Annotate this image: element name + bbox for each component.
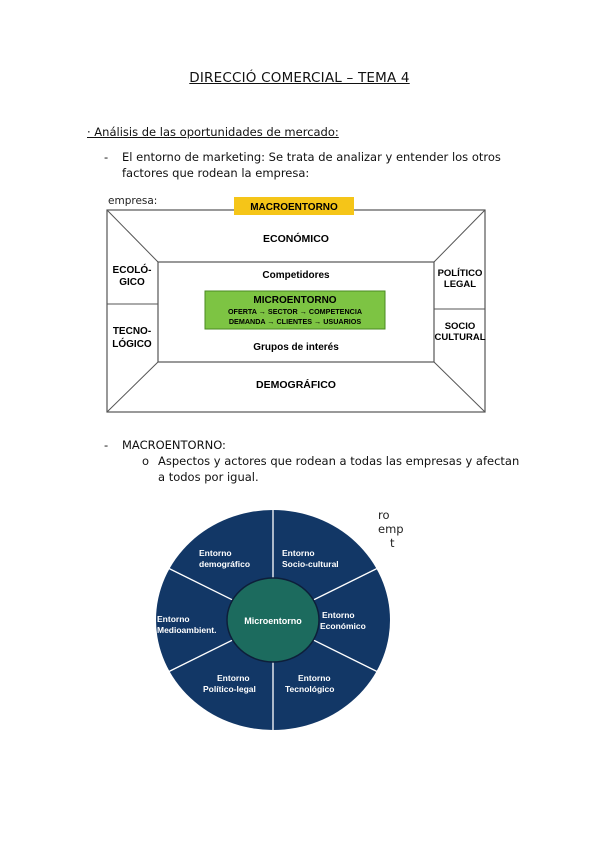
seg-tecnologico-2: Tecnológico bbox=[285, 684, 334, 694]
corner-line bbox=[106, 361, 159, 413]
macro-text-line1: Aspectos y actores que rodean a todas la… bbox=[158, 454, 520, 468]
label-demografico: DEMOGRÁFICO bbox=[256, 378, 336, 391]
entorno-text-line2: factores que rodean la empresa: bbox=[122, 166, 310, 180]
seg-politico-2: Político-legal bbox=[203, 684, 256, 694]
label-microentorno-center: Microentorno bbox=[244, 616, 302, 626]
label-socio-2: CULTURAL bbox=[434, 332, 485, 343]
microentorno-box bbox=[204, 290, 386, 330]
section-heading: · Análisis de las oportunidades de merca… bbox=[87, 125, 339, 139]
seg-sociocultural-2: Socio-cultural bbox=[282, 559, 339, 569]
seg-demografico-1: Entorno bbox=[199, 548, 232, 558]
bullet-dash-2: - bbox=[104, 438, 109, 452]
seg-tecnologico-1: Entorno bbox=[298, 673, 331, 683]
seg-demografico-2: demográfico bbox=[199, 559, 250, 569]
entorno-diagram: empresa: MACROENTORNO ECONÓMICO DEMOGRÁF… bbox=[106, 195, 486, 413]
macroentorno-tag: MACROENTORNO bbox=[250, 202, 338, 213]
label-tecnologico-1: TECNO- bbox=[113, 326, 151, 337]
seg-sociocultural-1: Entorno bbox=[282, 548, 315, 558]
label-tecnologico-2: LÓGICO bbox=[112, 337, 152, 350]
crop-label: empresa: bbox=[108, 195, 157, 207]
label-microentorno: MICROENTORNO bbox=[253, 295, 336, 306]
macroentorno-tag-bg bbox=[234, 197, 354, 215]
seg-medioambiente-1: Entorno bbox=[157, 614, 190, 624]
page-title: DIRECCIÓ COMERCIAL – TEMA 4 bbox=[189, 70, 410, 86]
label-politico-2: LEGAL bbox=[444, 279, 476, 290]
seg-economico-1: Entorno bbox=[322, 610, 355, 620]
label-competidores: Competidores bbox=[262, 270, 330, 281]
cropped-line: t bbox=[390, 536, 395, 550]
label-ecologico-2: GICO bbox=[119, 277, 145, 288]
cropped-line: emp bbox=[378, 522, 404, 536]
seg-politico-1: Entorno bbox=[217, 673, 250, 683]
entorno-circle-diagram: Microentorno Entorno demográfico Entorno… bbox=[156, 510, 390, 730]
entorno-text-line1: El entorno de marketing: Se trata de ana… bbox=[122, 150, 501, 164]
center-circle bbox=[226, 577, 320, 663]
label-micro-line1: OFERTA → SECTOR → COMPETENCIA bbox=[228, 307, 362, 316]
sub-bullet-marker: o bbox=[142, 454, 150, 468]
macroentorno-label: MACROENTORNO: bbox=[122, 438, 226, 452]
corner-line bbox=[106, 209, 159, 263]
corner-line bbox=[433, 209, 486, 263]
bullet-dash-1: - bbox=[104, 150, 109, 164]
cropped-line: ro bbox=[378, 508, 390, 522]
label-socio-1: SOCIO bbox=[445, 321, 476, 332]
label-politico-1: POLÍTICO bbox=[438, 268, 483, 279]
macro-text-line2: a todos por igual. bbox=[158, 470, 259, 484]
cropped-text: ro emp t bbox=[378, 508, 404, 550]
seg-economico-2: Económico bbox=[320, 621, 366, 631]
corner-line bbox=[433, 361, 486, 413]
label-ecologico-1: ECOLÓ- bbox=[113, 263, 152, 276]
label-grupos-interes: Grupos de interés bbox=[253, 342, 339, 353]
label-economico: ECONÓMICO bbox=[263, 232, 329, 245]
seg-medioambiente-2: Medioambient. bbox=[157, 625, 217, 635]
label-micro-line2: DEMANDA → CLIENTES → USUARIOS bbox=[229, 317, 362, 326]
